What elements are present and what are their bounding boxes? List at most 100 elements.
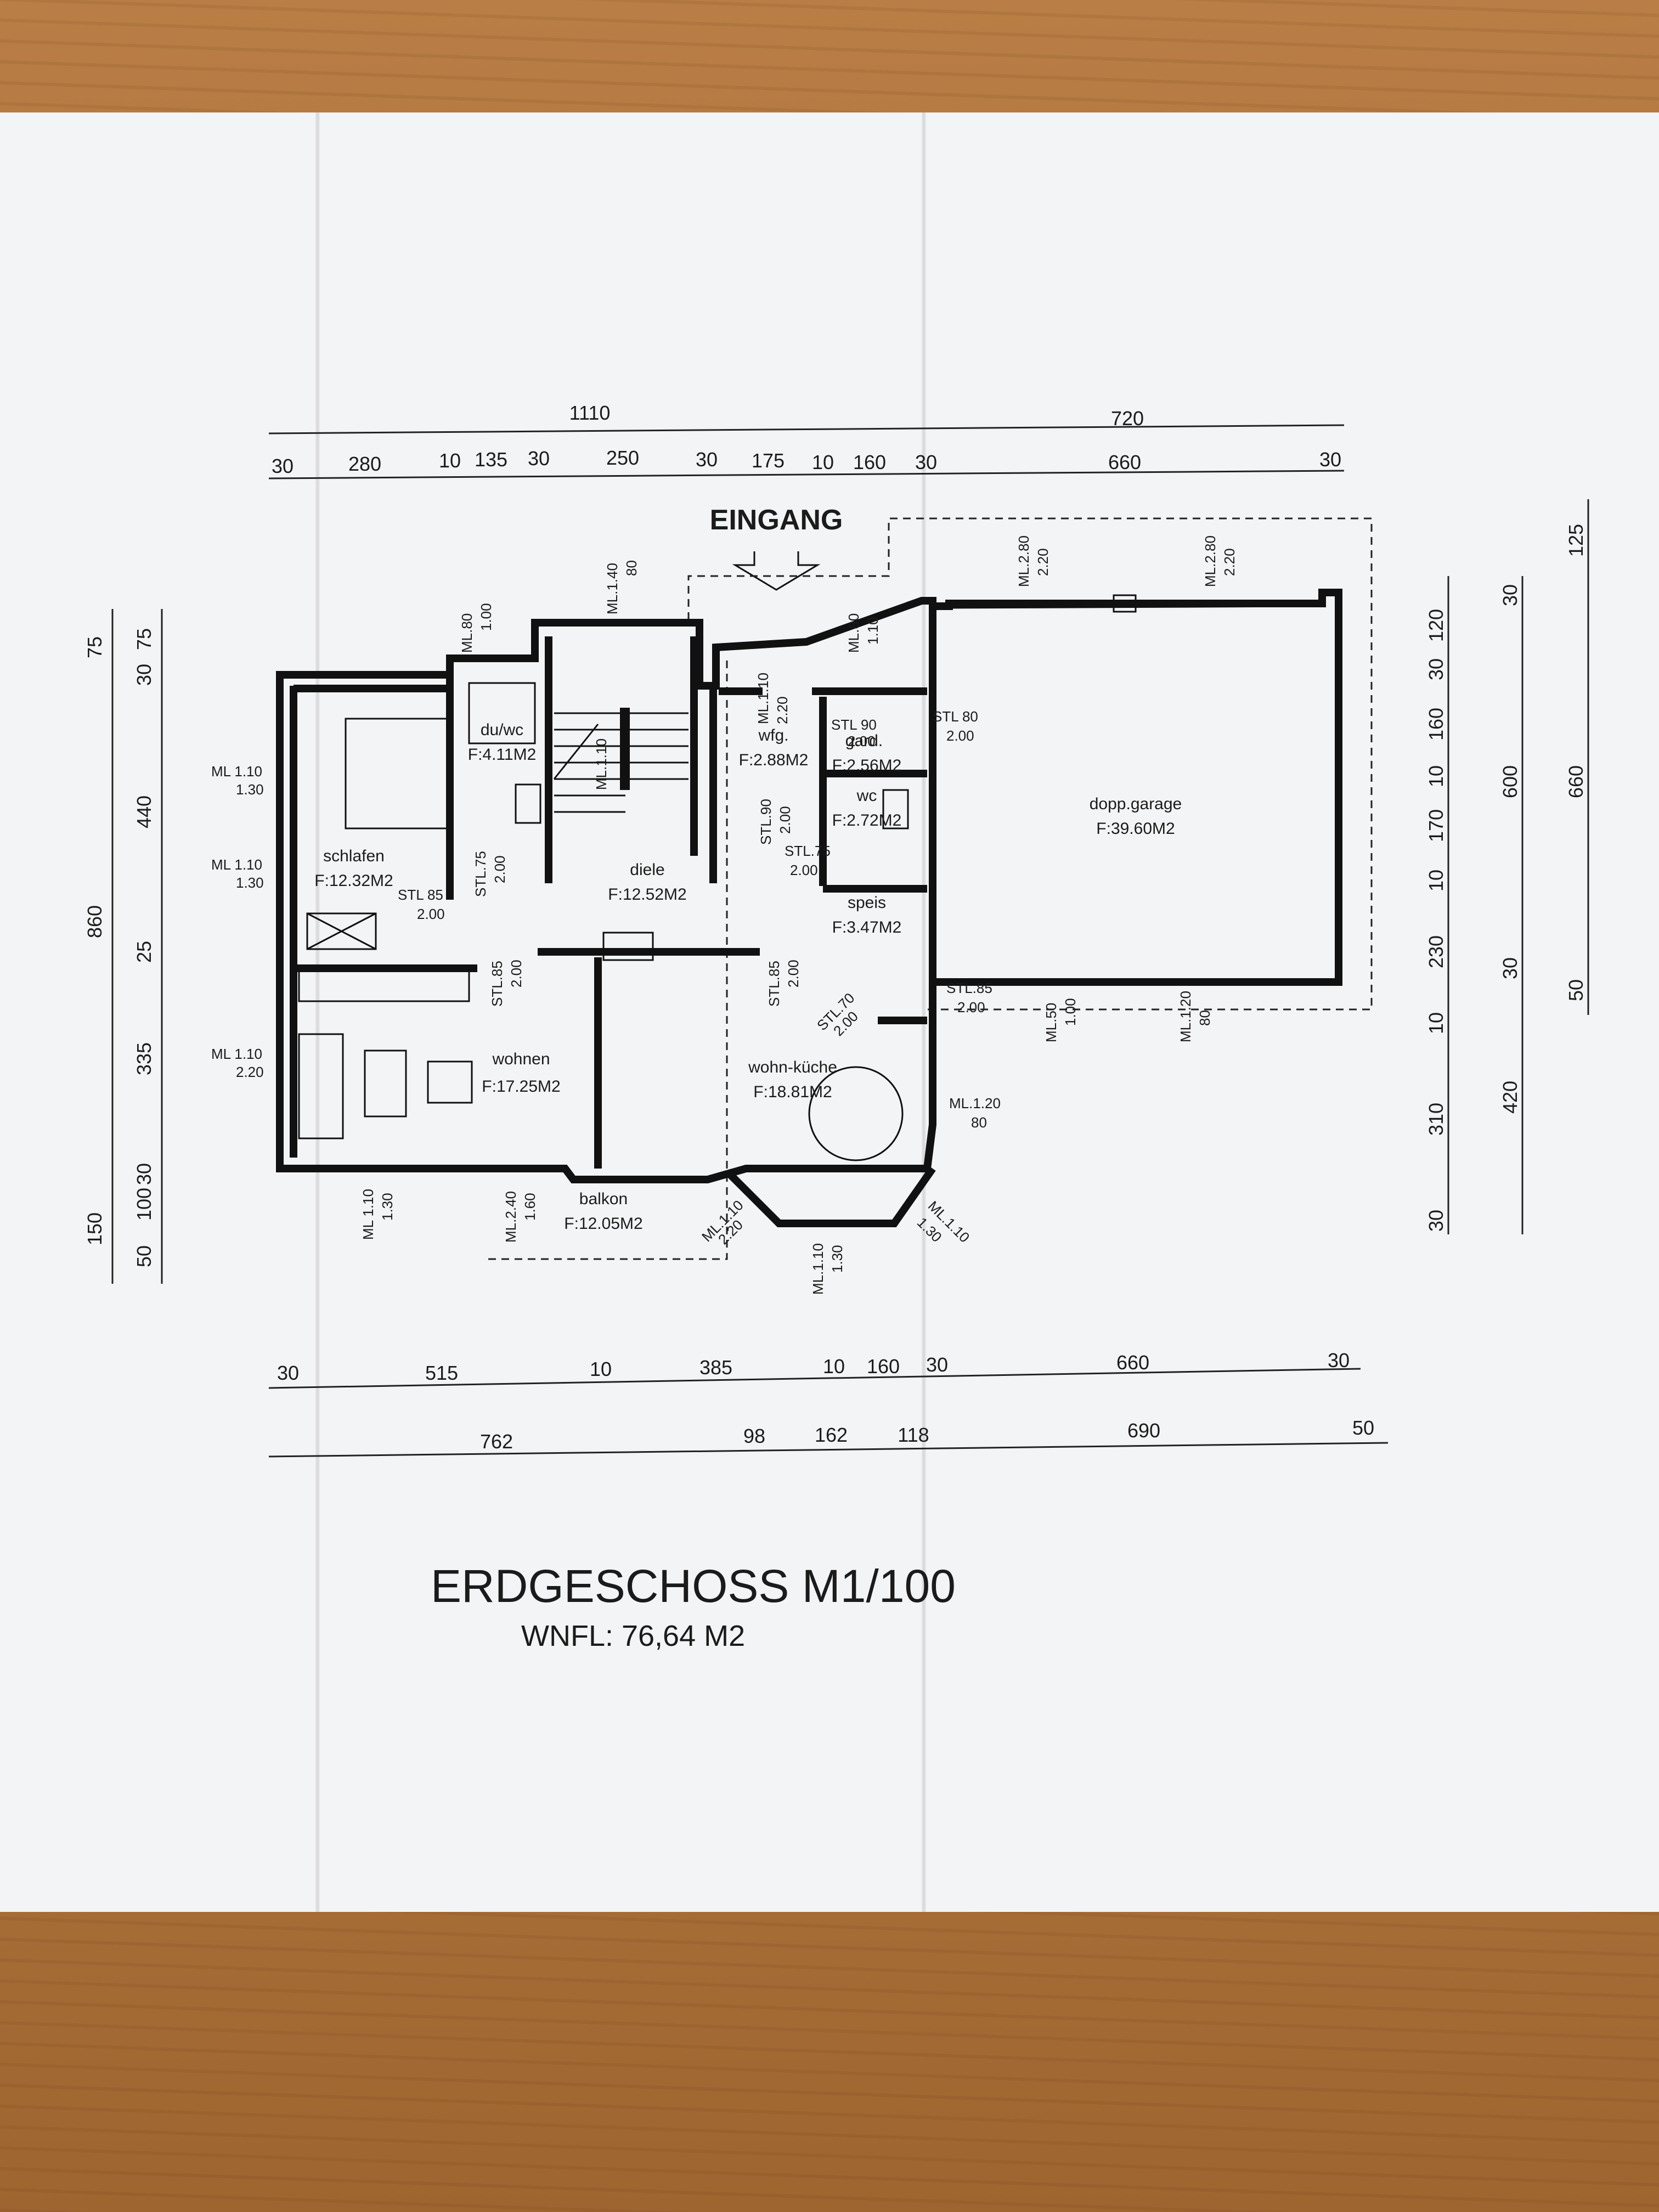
dim-top-detail: 30 bbox=[915, 451, 937, 473]
dim-right-a: 10 bbox=[1425, 870, 1447, 891]
dim-bottom-1: 515 bbox=[425, 1362, 458, 1384]
bed-icon bbox=[345, 718, 451, 830]
dim-left-inner: 335 bbox=[133, 1042, 155, 1075]
opening-label: ML 1.10 bbox=[211, 1046, 262, 1062]
opening-label: STL.90 bbox=[758, 799, 774, 845]
dim-bottom-1: 30 bbox=[1328, 1349, 1350, 1372]
dining-table-icon bbox=[808, 1066, 904, 1161]
dim-right-c: 125 bbox=[1565, 524, 1587, 557]
drawing-title: ERDGESCHOSS M1/100 bbox=[431, 1560, 956, 1612]
opening-label: 2.00 bbox=[957, 999, 985, 1015]
opening-label: 2.00 bbox=[790, 862, 818, 878]
opening-label: 80 bbox=[1197, 1010, 1213, 1026]
room-name: du/wc bbox=[481, 721, 523, 739]
opening-label: 2.20 bbox=[236, 1064, 264, 1080]
room-area: F:12.05M2 bbox=[564, 1215, 642, 1233]
opening-label: ML.1.40 bbox=[604, 563, 620, 614]
opening-label: ML.50 bbox=[1043, 1003, 1059, 1042]
opening-label: 1.30 bbox=[829, 1245, 845, 1273]
room-area: F:4.11M2 bbox=[468, 746, 537, 764]
dim-top-detail: 175 bbox=[752, 449, 785, 472]
opening-label: 2.00 bbox=[785, 960, 802, 988]
room-area: F:18.81M2 bbox=[753, 1083, 832, 1101]
room-name: speis bbox=[848, 894, 886, 912]
dim-right-a: 230 bbox=[1425, 935, 1447, 968]
dim-right-a: 10 bbox=[1425, 765, 1447, 787]
opening-label: 2.00 bbox=[946, 727, 974, 744]
room-name: wfg. bbox=[758, 726, 788, 744]
dim-bottom-1: 30 bbox=[277, 1362, 299, 1384]
stair-label: ML.1.10 bbox=[593, 738, 610, 790]
opening-label: ML.2.80 bbox=[1202, 535, 1218, 587]
living-area-total: WNFL: 76,64 M2 bbox=[521, 1620, 745, 1652]
opening-label: 1.30 bbox=[236, 874, 264, 891]
room-name: balkon bbox=[579, 1190, 628, 1208]
garage-walls bbox=[930, 589, 1342, 986]
dim-left-outer: 860 bbox=[83, 905, 106, 938]
dim-left-inner: 30 bbox=[133, 1163, 155, 1185]
dim-left-outer: 75 bbox=[83, 636, 106, 658]
dim-top-total-1: 1110 bbox=[569, 402, 611, 424]
room-area: F:12.32M2 bbox=[314, 872, 393, 890]
room-name: wc bbox=[856, 787, 877, 805]
room-area: F:2.56M2 bbox=[832, 757, 902, 775]
dim-top-total-2: 720 bbox=[1111, 407, 1144, 430]
dim-left-inner: 100 bbox=[133, 1188, 155, 1221]
dim-right-a: 310 bbox=[1425, 1103, 1447, 1136]
opening-label: 2.00 bbox=[508, 960, 524, 988]
furniture bbox=[298, 682, 909, 1161]
room-area: F:2.72M2 bbox=[832, 811, 902, 830]
room-area: F:39.60M2 bbox=[1096, 820, 1175, 838]
room-name: diele bbox=[630, 861, 664, 879]
opening-label: ML.1.20 bbox=[949, 1095, 1001, 1111]
toilet-icon bbox=[515, 783, 541, 824]
sofa-icon bbox=[298, 1033, 344, 1139]
room-name: wohnen bbox=[492, 1050, 550, 1068]
opening-label: 2.20 bbox=[1035, 548, 1051, 576]
room-name: schlafen bbox=[323, 847, 385, 865]
opening-label: STL 85 bbox=[398, 887, 443, 903]
dim-right-a: 30 bbox=[1425, 1210, 1447, 1232]
opening-label: 2.00 bbox=[777, 806, 793, 834]
room-name: wohn-küche bbox=[748, 1058, 837, 1076]
dim-bottom-2: 98 bbox=[743, 1425, 765, 1447]
dim-bottom-1: 385 bbox=[699, 1356, 732, 1379]
dim-right-a: 30 bbox=[1425, 658, 1447, 680]
dim-left-inner: 75 bbox=[133, 628, 155, 650]
garage-pillar bbox=[1113, 594, 1137, 613]
dim-right-c: 50 bbox=[1565, 979, 1587, 1001]
dim-right-b: 30 bbox=[1499, 957, 1521, 979]
opening-label: 2.00 bbox=[492, 855, 508, 883]
dim-right-a: 170 bbox=[1425, 809, 1447, 842]
opening-label: STL 80 bbox=[933, 708, 978, 725]
opening-label: STL.75 bbox=[785, 843, 831, 859]
wardrobe-icon bbox=[306, 912, 377, 950]
staircase bbox=[553, 708, 689, 813]
opening-label: STL.85 bbox=[766, 961, 782, 1007]
dim-right-a: 120 bbox=[1425, 609, 1447, 642]
opening-label: 1.60 bbox=[522, 1193, 538, 1221]
dim-top-detail: 30 bbox=[272, 455, 294, 477]
room-name: gard. bbox=[845, 732, 883, 750]
dim-top-detail: 10 bbox=[439, 449, 461, 472]
opening-label: 2.20 bbox=[774, 696, 791, 724]
dim-top-detail: 30 bbox=[696, 448, 718, 471]
opening-label: STL.75 bbox=[472, 851, 489, 897]
entrance-label: EINGANG bbox=[710, 504, 843, 536]
opening-label: 1.00 bbox=[1062, 998, 1079, 1026]
stove-icon bbox=[602, 932, 654, 961]
dim-bottom-1: 30 bbox=[926, 1353, 948, 1376]
dim-bottom-1: 10 bbox=[590, 1358, 612, 1380]
dim-right-c: 660 bbox=[1565, 765, 1587, 798]
opening-annotations: ML 1.10 1.30 ML 1.10 1.30 ML 1.10 2.20 M… bbox=[211, 535, 1238, 1295]
dim-left-inner: 50 bbox=[133, 1245, 155, 1267]
dim-top-detail: 160 bbox=[853, 451, 886, 473]
left-dimension-chains: 75 860 150 30 75 440 25 335 30 100 50 bbox=[83, 609, 163, 1284]
table-icon bbox=[364, 1049, 407, 1118]
balcony-outline bbox=[488, 658, 728, 1260]
dim-bottom-2: 162 bbox=[815, 1424, 848, 1446]
dim-left-inner: 30 bbox=[133, 664, 155, 686]
roof-overhang-outline bbox=[687, 517, 1373, 1011]
dim-left-outer: 150 bbox=[83, 1212, 106, 1245]
